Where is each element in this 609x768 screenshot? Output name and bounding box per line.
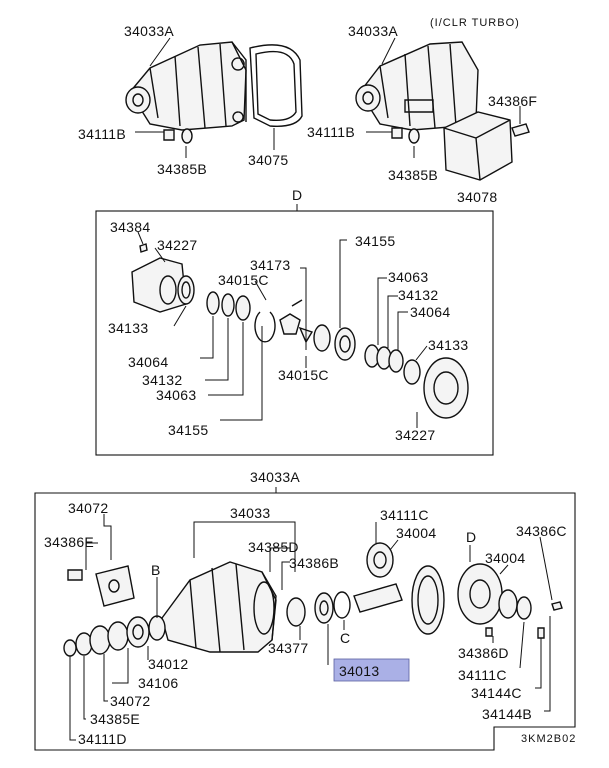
diff-parts-right — [313, 324, 469, 419]
label-34078: 34078 — [457, 189, 497, 205]
housing-top-left — [125, 41, 247, 131]
label-34106: 34106 — [138, 675, 178, 691]
flange-seal-group — [63, 615, 166, 657]
label-34064-right: 34064 — [410, 304, 450, 320]
label-34377: 34377 — [268, 640, 308, 656]
label-34227-right: 34227 — [395, 427, 435, 443]
label-34144C: 34144C — [471, 685, 522, 701]
nut-34111B-right — [391, 127, 420, 144]
label-34033A-main: 34033A — [250, 469, 300, 485]
label-34144B: 34144B — [482, 706, 532, 722]
bracket-34072-top — [67, 565, 135, 607]
label-34133-left: 34133 — [108, 320, 148, 336]
top-note-turbo: (I/CLR TURBO) — [430, 17, 520, 29]
nut-34111B-left — [163, 128, 193, 144]
label-34064-left: 34064 — [128, 354, 168, 370]
ref-letter-d: D — [466, 529, 476, 545]
label-34111B-top-right: 34111B — [307, 124, 355, 140]
label-34033A-top-right: 34033A — [348, 23, 398, 39]
label-34385E: 34385E — [90, 711, 140, 727]
label-34173: 34173 — [250, 257, 290, 273]
label-34384: 34384 — [110, 219, 150, 235]
label-34386F: 34386F — [488, 93, 537, 109]
label-34004-right: 34004 — [485, 550, 525, 566]
pinion-34013 — [286, 542, 403, 627]
label-34072-bottom: 34072 — [110, 693, 150, 709]
highlight-34013 — [333, 658, 410, 682]
label-34111B-top-left: 34111B — [78, 126, 126, 142]
label-34385B-top-left: 34385B — [157, 161, 207, 177]
diff-box-frame — [95, 210, 494, 456]
label-34033: 34033 — [230, 505, 270, 521]
label-34133-right: 34133 — [428, 337, 468, 353]
label-34386D: 34386D — [458, 645, 509, 661]
label-34386E: 34386E — [44, 534, 94, 550]
ref-letter-d-top: D — [292, 187, 302, 203]
label-34004-top: 34004 — [396, 525, 436, 541]
housing-top-right — [355, 41, 479, 131]
label-34155-right: 34155 — [355, 233, 395, 249]
figure-code: 3KM2B02 — [521, 733, 576, 745]
label-34111C-bottom: 34111C — [458, 667, 507, 683]
label-34063-right: 34063 — [388, 269, 428, 285]
ref-letter-b: B — [151, 562, 161, 578]
label-34012: 34012 — [148, 656, 188, 672]
label-34063-left: 34063 — [156, 387, 196, 403]
label-34111D: 34111D — [78, 731, 127, 747]
label-34386B: 34386B — [289, 555, 339, 571]
label-34013: 34013 — [339, 663, 379, 679]
label-34015C-bottom: 34015C — [278, 367, 329, 383]
bracket-34078 — [443, 111, 530, 181]
label-34132-left: 34132 — [142, 372, 182, 388]
gasket-34075 — [249, 44, 303, 127]
label-34033A-top-left: 34033A — [124, 23, 174, 39]
label-34385D: 34385D — [248, 539, 299, 555]
label-34386C: 34386C — [516, 523, 567, 539]
label-34385B-top-right: 34385B — [388, 167, 438, 183]
diff-parts-left — [131, 243, 314, 344]
label-34075: 34075 — [248, 152, 288, 168]
label-34155-left: 34155 — [168, 422, 208, 438]
label-34227-left: 34227 — [157, 237, 197, 253]
label-34015C-top: 34015C — [218, 272, 269, 288]
ref-letter-c: C — [340, 630, 350, 646]
ring-gear-d — [411, 563, 563, 639]
label-34111C-top: 34111C — [380, 507, 429, 523]
carrier-34033 — [161, 561, 277, 653]
label-34072-top: 34072 — [68, 500, 108, 516]
main-box-frame — [34, 492, 576, 751]
label-34132-right: 34132 — [398, 287, 438, 303]
